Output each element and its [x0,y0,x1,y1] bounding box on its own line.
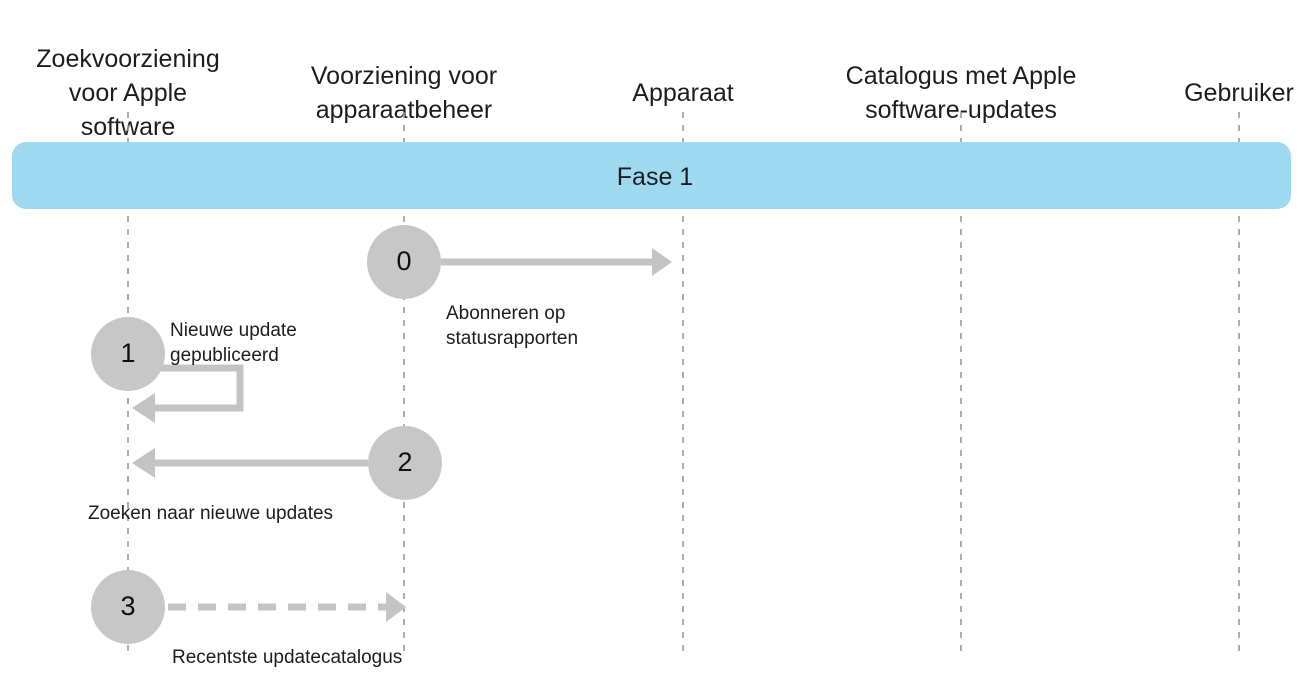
message-arrow-step-0 [441,248,672,276]
phase-band-label-text: Fase 1 [616,163,694,191]
step-circle-3 [91,570,165,644]
message-label-step-2: Zoeken naar nieuwe updates [88,503,334,524]
arrowhead-left [132,448,155,478]
actor-header-user: Gebruiker [1119,42,1303,110]
actor-header-device-management-service: Voorziening voor apparaatbeheer [284,25,524,127]
actor-label: Voorziening voor apparaatbeheer [310,62,498,124]
message-label-step-1: Nieuwe update gepubliceerd [170,320,297,366]
message-arrow-step-3 [168,592,406,622]
message-label-step-0: Abonneren op statusrapporten [446,303,579,349]
message-selfloop-step-1 [132,364,244,423]
step-number-2: 2 [397,447,413,477]
step-number-3: 3 [120,591,136,621]
actor-label: Catalogus met Apple software-updates [845,62,1077,124]
actor-label: Apparaat [632,79,734,107]
phase-band [12,142,1291,209]
step-circle-2 [368,426,442,500]
arrowhead-left [132,393,155,423]
step-circle-0 [367,225,441,299]
arrowhead-right [652,248,672,276]
message-label-step-3: Recentste updatecatalogus [172,647,403,668]
step-circle-1 [91,317,165,391]
step-number-0: 0 [396,246,412,276]
step-number-1: 1 [120,338,136,368]
actor-header-device: Apparaat [563,42,803,110]
actor-label: Gebruiker [1184,79,1294,107]
actor-header-apple-software-update-catalog: Catalogus met Apple software-updates [831,25,1091,127]
arrowhead-right [386,592,406,622]
phase-band-label: Fase 1 [555,163,755,192]
message-arrow-step-2 [132,448,368,478]
